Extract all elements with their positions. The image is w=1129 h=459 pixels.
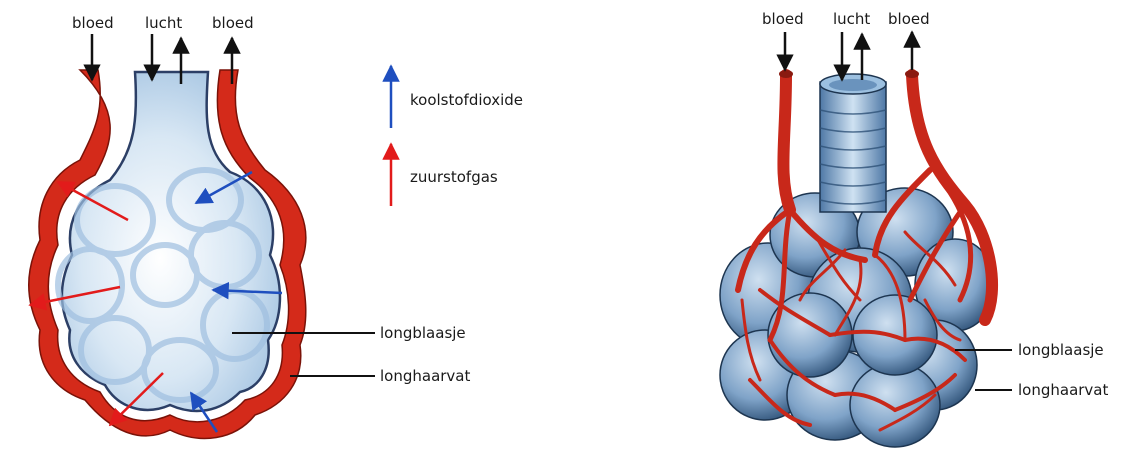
left-diagram [29,34,375,438]
right-blood-out-label: bloed [888,10,930,28]
left-alveolus-label: longblaasje [380,324,466,342]
right-alveolar-cluster [720,188,995,447]
bronchiole [820,74,886,212]
right-diagram [720,32,1012,447]
legend-o2-label: zuurstofgas [410,168,498,186]
right-alveolus-label: longblaasje [1018,341,1104,359]
left-capillary-label: longhaarvat [380,367,470,385]
left-air-label: lucht [145,14,182,32]
left-blood-in-label: bloed [72,14,114,32]
right-capillary-label: longhaarvat [1018,381,1108,399]
left-alveolar-sac [62,72,280,411]
right-blood-in-label: bloed [762,10,804,28]
right-air-label: lucht [833,10,870,28]
legend-co2-label: koolstofdioxide [410,91,523,109]
left-blood-out-label: bloed [212,14,254,32]
